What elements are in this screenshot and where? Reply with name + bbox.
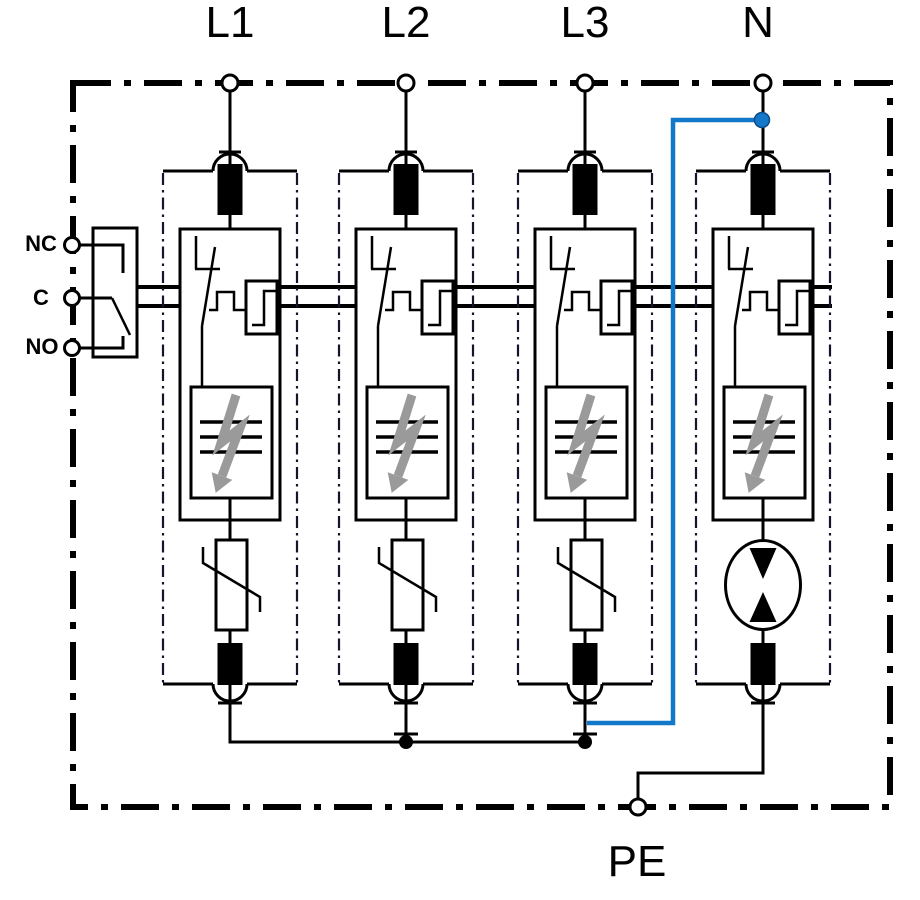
- terminal-c: [63, 289, 81, 307]
- protection-module-l3: [518, 91, 652, 703]
- gas-discharge-tube-n: [724, 539, 802, 631]
- neutral-pe-wire: [587, 117, 762, 726]
- varistor-l2: [377, 538, 438, 632]
- remote-contact-switch: [80, 226, 139, 359]
- neutral-junction-dot: [753, 111, 771, 129]
- label-l1: L1: [205, 0, 255, 47]
- terminal-pe: [628, 797, 648, 817]
- label-nc: NC: [25, 231, 57, 256]
- earth-bonding-wiring: [228, 703, 765, 799]
- label-n: N: [742, 0, 774, 47]
- junction-dot: [399, 735, 413, 749]
- label-l3: L3: [560, 0, 610, 47]
- terminal-nc: [63, 236, 81, 254]
- terminal-no: [63, 339, 81, 357]
- contact-blade: [110, 297, 132, 336]
- terminal-n: [753, 73, 773, 93]
- protection-module-l2: [339, 91, 473, 703]
- label-no: NO: [25, 334, 59, 359]
- through-bus-wiring: [137, 285, 832, 308]
- protection-module-l1: [163, 91, 297, 703]
- terminal-l3: [575, 73, 595, 93]
- varistor-l3: [556, 538, 617, 632]
- label-c: C: [33, 285, 49, 310]
- junction-dot: [578, 735, 592, 749]
- label-pe: PE: [607, 837, 667, 886]
- terminal-l2: [396, 73, 416, 93]
- terminal-l1: [220, 73, 240, 93]
- pe-wire: [636, 703, 765, 799]
- label-l2: L2: [381, 0, 431, 47]
- varistor-l1: [201, 538, 262, 632]
